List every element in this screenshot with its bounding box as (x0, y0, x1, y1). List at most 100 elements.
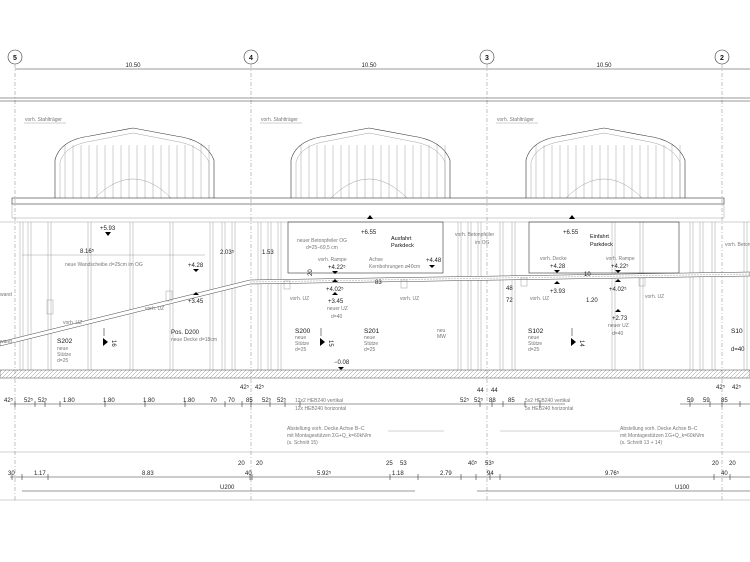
beam-u100-label: U100 (675, 485, 690, 491)
beam-note: d=40 (331, 314, 342, 320)
column-note: Stütze (295, 341, 309, 347)
ramp-slab (0, 271, 750, 347)
axis-note: Kernbohrungen ø40cm (369, 264, 420, 270)
shoring-note: Abstellung vorh. Decke Achse B–C (287, 426, 365, 432)
section-number: 14 (578, 340, 584, 347)
axis-3-label: 3 (485, 55, 489, 62)
column-note: d=25 (364, 347, 375, 353)
beam-note: vorh. UZ (530, 296, 549, 302)
dimension-label: 10 (584, 272, 591, 278)
foundation-hatch (0, 369, 750, 379)
dimension-label: 52⁵ (474, 397, 484, 404)
level-label: +3.45 (328, 299, 344, 305)
axis-4-label: 4 (249, 55, 253, 62)
dimension-label: 40 (245, 471, 252, 477)
span-dimension: 10.50 (596, 63, 612, 69)
span-dimension: 10.50 (361, 63, 377, 69)
dimension-label: 94 (487, 471, 494, 477)
dimension-label: 83 (375, 280, 382, 286)
level-label: +4.02⁵ (609, 286, 627, 293)
section-marker-15: 15 (320, 328, 333, 347)
pier-note: neuer Betonpfeiler OG (297, 238, 347, 244)
column-note: neue (57, 346, 68, 352)
entry-label: Einfahrt (590, 234, 609, 240)
dimension-label: 25 (386, 461, 393, 467)
dimension-label: 85 (246, 398, 253, 404)
dimension-label: 1.18 (392, 471, 404, 477)
dimension-label: 8.16⁵ (80, 248, 95, 255)
level-label: +6.55 (563, 230, 579, 236)
column-note: d=25 (295, 347, 306, 353)
slab-position-label: Pos. D200 (171, 330, 200, 336)
exit-label: Parkdeck (391, 243, 414, 249)
column-note: d=40 (731, 347, 745, 353)
shoring-note: mit Montagestützen ΣG+Q_k=60kN/m (287, 433, 371, 439)
section-number: 16 (110, 340, 116, 347)
heb-note: 5x HEB240 horizontal (525, 406, 573, 412)
dimension-label: 1.53 (262, 250, 274, 256)
dimension-label: 44 (477, 388, 484, 394)
axis-note: Achse (369, 257, 383, 263)
dimension-label: 70 (210, 398, 217, 404)
dimension-label: 52⁵ (262, 397, 272, 404)
column-spacing-dimensions: 42⁵ 52⁵ 52⁵ 1.80 1.80 1.80 1.80 70 70 85 52⁵ 52⁵ 42⁵… (4, 384, 742, 407)
dimension-label: 42⁵ (255, 384, 265, 391)
dimension-label: 52⁵ (460, 397, 470, 404)
dimension-label: 1.80 (143, 398, 155, 404)
dimension-label: 52⁵ (24, 397, 34, 404)
steel-beam-label: vorh. Stahlträger (25, 117, 62, 123)
column-label: S102 (528, 328, 544, 335)
dimension-label: 42⁵ (240, 384, 250, 391)
dimension-label: 72 (506, 298, 513, 304)
dimension-label: 8.83 (142, 471, 154, 477)
pier-note: im OG (475, 240, 490, 246)
pier-note: vorh. Betonpfeiler (725, 242, 750, 248)
dimension-label: 52⁵ (38, 397, 48, 404)
beam-note: d=40 (612, 331, 623, 337)
ramp-note: vorh. Rampe (606, 256, 635, 262)
section-marker-14: 14 (571, 328, 584, 347)
heb-note: 12x HEB240 horizontal (295, 406, 346, 412)
column-note: neue (295, 335, 306, 341)
shoring-note: (s. Schnitt 15) (287, 440, 318, 446)
dimension-label: 30 (8, 471, 15, 477)
level-label: −0.08 (334, 360, 350, 366)
column-label: S200 (295, 328, 311, 335)
dimension-label: 85 (721, 398, 728, 404)
dimension-label: 20 (712, 461, 719, 467)
dimension-label: 1.80 (103, 398, 115, 404)
dimension-label: 1.80 (183, 398, 195, 404)
column-note: Stütze (364, 341, 378, 347)
entry-opening (528, 221, 680, 274)
exit-label: Ausfahrt (391, 236, 412, 242)
dimension-label: 70 (228, 398, 235, 404)
column-note: Stütze (528, 341, 542, 347)
beam-note: vorh. UZ (63, 320, 82, 326)
dimension-label: 20 (256, 461, 263, 467)
dimension-label: 1.17 (34, 471, 46, 477)
slab-note: neue Decke d=18cm (171, 337, 217, 343)
column-note: Stütze (57, 352, 71, 358)
dimension-label: 52⁵ (277, 397, 287, 404)
dimension-label: 40⁵ (468, 460, 478, 467)
roof-slab (11, 197, 725, 205)
pier-note: vorh. Betonpfeiler (455, 232, 495, 238)
heb-note: 12x2 HEB240 vertikal (295, 398, 343, 404)
dimension-label: 1.80 (63, 398, 75, 404)
column-note: d=25 (57, 358, 68, 364)
column-label: S201 (364, 328, 380, 335)
level-label: +6.55 (361, 230, 377, 236)
shoring-note: mit Montagestützen ΣG+Q_k=60kN/m (620, 433, 704, 439)
dimension-label: 53⁵ (485, 460, 495, 467)
level-label: +4.28 (188, 263, 204, 269)
beam-note: vorh. UZ (290, 296, 309, 302)
deck-note: vorh. Decke (540, 256, 567, 262)
steel-beam-label: vorh. Stahlträger (261, 117, 298, 123)
axis-5-label: 5 (13, 55, 17, 62)
pier-note: d=25–69,5 cm (306, 245, 338, 251)
beam-note: vorh. UZ (400, 296, 419, 302)
ramp-note: vorh. Rampe (318, 257, 347, 263)
column-label: S202 (57, 338, 73, 345)
dimension-label: 48 (506, 286, 513, 292)
